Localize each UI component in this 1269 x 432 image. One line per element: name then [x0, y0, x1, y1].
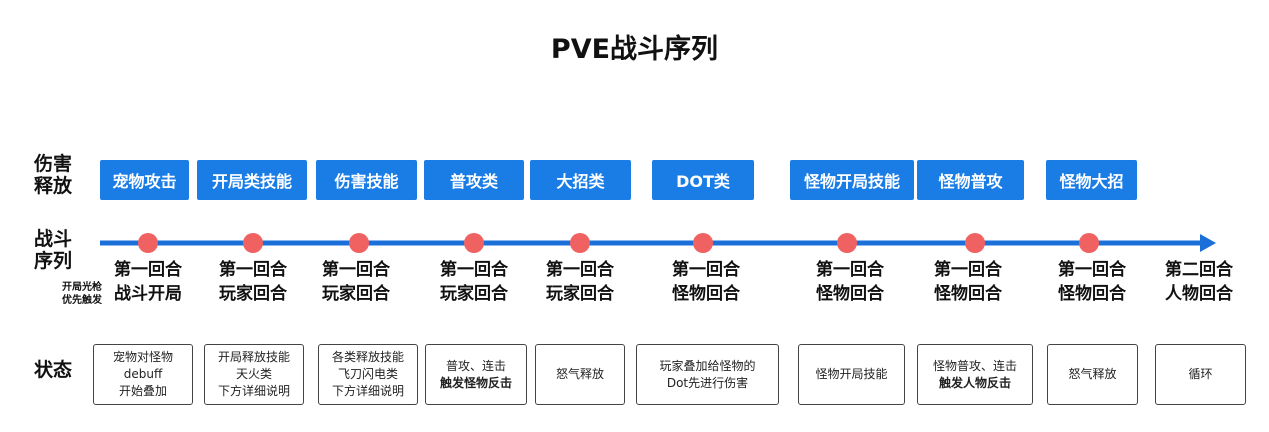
- timeline-marker: [464, 233, 484, 253]
- round-label-line: 第二回合: [1165, 260, 1233, 280]
- timeline-marker: [243, 233, 263, 253]
- category-5: 大招类: [530, 160, 631, 200]
- timeline-marker: [693, 233, 713, 253]
- round-label-line: 人物回合: [1165, 284, 1233, 304]
- category-7: 怪物开局技能: [790, 160, 914, 200]
- state-box: 宠物对怪物 debuff 开始叠加: [93, 344, 193, 405]
- timeline-marker: [349, 233, 369, 253]
- round-label-line: 第一回合: [816, 260, 884, 280]
- state-line: 怪物普攻、连击: [932, 358, 1017, 373]
- round-label-line: 第一回合: [546, 260, 614, 280]
- state-line: 天火类: [235, 367, 272, 381]
- round-label-line: 怪物回合: [672, 284, 740, 304]
- state-box: 怪物开局技能: [798, 344, 905, 405]
- round-label-line: 第一回合: [1058, 260, 1126, 280]
- round-label-line: 玩家回合: [219, 284, 287, 304]
- category-3: 伤害技能: [316, 160, 417, 200]
- row-label-battle-sequence: 战斗 序列: [34, 228, 73, 272]
- round-label: 第一回合战斗开局: [93, 258, 203, 306]
- round-label-line: 玩家回合: [440, 284, 508, 304]
- round-label-line: 玩家回合: [546, 284, 614, 304]
- timeline-arrowhead: [1200, 234, 1216, 252]
- state-line: 普攻、连击: [445, 358, 506, 373]
- state-box: 循环: [1155, 344, 1246, 405]
- category-2: 开局类技能: [197, 160, 307, 200]
- state-line: 怒气释放: [555, 367, 604, 381]
- state-line: 开始叠加: [118, 384, 167, 398]
- state-box: 怒气释放: [1047, 344, 1138, 405]
- state-line: Dot先进行伤害: [666, 375, 749, 390]
- timeline-marker: [965, 233, 985, 253]
- round-label: 第一回合玩家回合: [301, 258, 411, 306]
- round-label: 第一回合玩家回合: [525, 258, 635, 306]
- round-label: 第一回合玩家回合: [419, 258, 529, 306]
- category-4: 普攻类: [424, 160, 524, 200]
- state-box: 各类释放技能飞刀闪电类下方详细说明: [318, 344, 418, 405]
- round-label: 第一回合怪物回合: [795, 258, 905, 306]
- state-line: debuff: [123, 367, 163, 381]
- timeline-marker: [570, 233, 590, 253]
- state-line: 开局释放技能: [217, 350, 290, 364]
- category-8: 怪物普攻: [917, 160, 1024, 200]
- round-label: 第二回合人物回合: [1144, 258, 1254, 306]
- round-label-line: 第一回合: [672, 260, 740, 280]
- state-box: 开局释放技能天火类下方详细说明: [204, 344, 304, 405]
- round-label-line: 怪物回合: [934, 284, 1002, 304]
- round-label-line: 第一回合: [440, 260, 508, 280]
- timeline-marker: [138, 233, 158, 253]
- timeline-marker: [1079, 233, 1099, 253]
- state-box: 玩家叠加给怪物的 Dot先进行伤害: [636, 344, 779, 405]
- round-label-line: 第一回合: [114, 260, 182, 280]
- state-line: 怪物开局技能: [815, 367, 888, 381]
- state-box: 怒气释放: [535, 344, 625, 405]
- round-label-line: 第一回合: [934, 260, 1002, 280]
- state-line: 下方详细说明: [217, 384, 290, 398]
- state-line: 怒气释放: [1068, 367, 1117, 381]
- round-label-line: 玩家回合: [322, 284, 390, 304]
- round-label-line: 第一回合: [219, 260, 287, 280]
- row-label-status: 状态: [34, 359, 73, 381]
- round-label: 第一回合怪物回合: [913, 258, 1023, 306]
- state-line: 宠物对怪物: [112, 350, 173, 364]
- state-line: 触发怪物反击: [439, 375, 512, 390]
- round-label-line: 战斗开局: [114, 284, 182, 304]
- state-line: 循环: [1188, 367, 1213, 381]
- category-1: 宠物攻击: [100, 160, 189, 200]
- state-line: 各类释放技能: [331, 350, 404, 364]
- round-label-line: 第一回合: [322, 260, 390, 280]
- round-label: 第一回合玩家回合: [198, 258, 308, 306]
- timeline-markers: [138, 233, 1099, 253]
- category-6: DOT类: [652, 160, 754, 200]
- timeline-marker: [837, 233, 857, 253]
- page-title: PVE战斗序列: [550, 34, 719, 65]
- round-label: 第一回合怪物回合: [651, 258, 761, 306]
- state-line: 飞刀闪电类: [337, 367, 398, 381]
- state-box: 怪物普攻、连击触发人物反击: [917, 344, 1033, 405]
- state-line: 玩家叠加给怪物的: [659, 358, 756, 373]
- state-box: 普攻、连击触发怪物反击: [425, 344, 527, 405]
- row-note-opening: 开局光枪 优先触发: [62, 282, 102, 306]
- round-label: 第一回合怪物回合: [1037, 258, 1147, 306]
- round-label-line: 怪物回合: [816, 284, 884, 304]
- row-label-damage: 伤害 释放: [34, 153, 73, 197]
- state-line: 触发人物反击: [938, 375, 1011, 390]
- round-label-line: 怪物回合: [1058, 284, 1126, 304]
- state-line: 下方详细说明: [331, 384, 404, 398]
- category-9: 怪物大招: [1046, 160, 1137, 200]
